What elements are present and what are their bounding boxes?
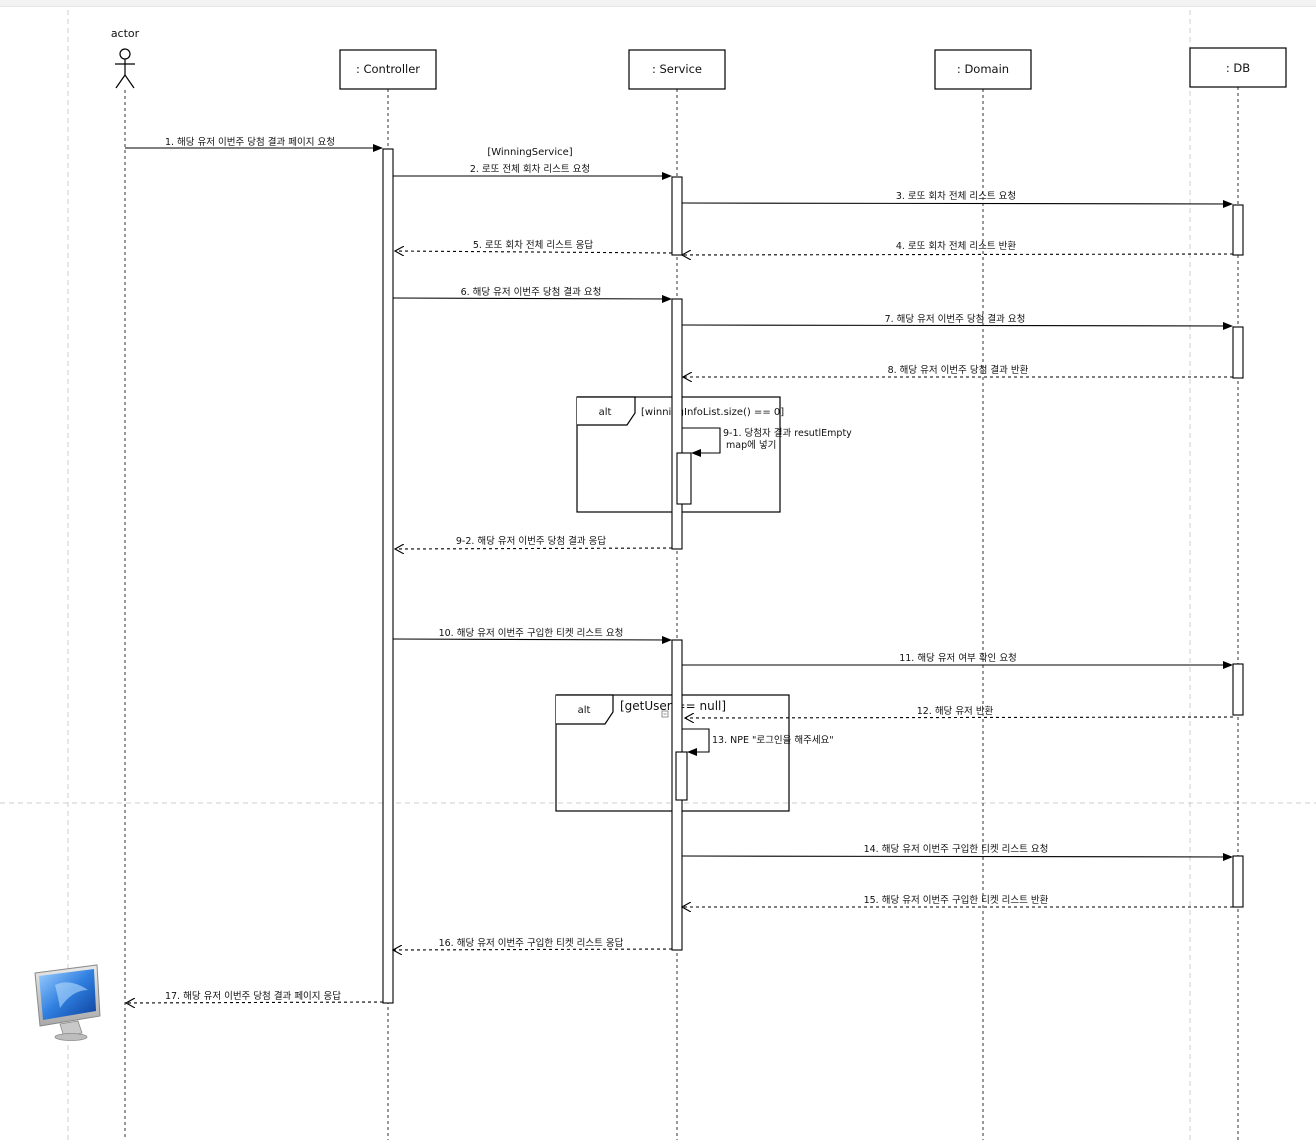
message-17[interactable]: 17. 해당 유저 이번주 당첨 결과 페이지 응답 [126,990,384,1003]
message-label-line2: map에 넣기 [726,440,776,451]
activation-db-4 [1232,855,1244,908]
message-label: 3. 로또 회차 전체 리스트 요청 [896,190,1016,202]
message-label: 10. 해당 유저 이번주 구입한 티켓 리스트 요청 [439,627,624,639]
message-3[interactable]: 3. 로또 회차 전체 리스트 요청 [681,190,1233,208]
message-label: 9-2. 해당 유저 이번주 당첨 결과 응답 [456,535,607,547]
participant-label: : Domain [957,62,1009,76]
activation-db-2 [1232,326,1244,379]
message-label: 9-1. 당첨자 결과 resutlEmpty [723,428,852,439]
activation-service-self-1 [676,452,692,505]
activation-service-2 [671,298,683,550]
message-6[interactable]: 6. 해당 유저 이번주 당첨 결과 요청 [392,286,672,303]
message-label: 7. 해당 유저 이번주 당첨 결과 요청 [885,313,1026,325]
message-12[interactable]: 12. 해당 유저 반환 [685,705,1234,718]
message-13[interactable]: 13. NPE "로그인을 해주세요" [682,728,834,756]
message-label: 4. 로또 회차 전체 리스트 반환 [896,240,1017,252]
message-label: 1. 해당 유저 이번주 당첨 결과 페이지 요청 [165,136,335,148]
actor[interactable]: actor [111,27,140,89]
message-4[interactable]: 4. 로또 회차 전체 리스트 반환 [682,240,1234,255]
message-9-1[interactable]: 9-1. 당첨자 결과 resutlEmpty map에 넣기 [682,427,852,457]
message-label: 16. 해당 유저 이번주 구입한 티켓 리스트 응답 [439,937,624,949]
activation-service-self-2 [675,751,688,801]
message-10[interactable]: 10. 해당 유저 이번주 구입한 티켓 리스트 요청 [392,627,672,644]
message-label: 14. 해당 유저 이번주 구입한 티켓 리스트 요청 [864,843,1049,855]
message-label: 8. 해당 유저 이번주 당첨 결과 반환 [888,364,1029,376]
message-label: 15. 해당 유저 이번주 구입한 티켓 리스트 반환 [864,894,1049,906]
message-7[interactable]: 7. 해당 유저 이번주 당첨 결과 요청 [681,313,1233,330]
activation-db-1 [1232,204,1244,256]
message-label: 17. 해당 유저 이번주 당첨 결과 페이지 응답 [165,990,341,1002]
participant-label: : Service [652,62,702,76]
message-label: 2. 로또 전체 회차 리스트 요청 [470,163,590,175]
service-note: [WinningService] [487,147,572,158]
message-label: 11. 해당 유저 여부 확인 요청 [899,652,1017,664]
page-guides [0,10,1316,1140]
stick-figure-icon [115,48,135,89]
message-14[interactable]: 14. 해당 유저 이번주 구입한 티켓 리스트 요청 [681,843,1233,861]
participant-domain[interactable]: : Domain [934,49,1032,90]
message-label: 12. 해당 유저 반환 [917,705,994,717]
participant-db[interactable]: : DB [1189,47,1287,88]
message-label: 6. 해당 유저 이번주 당첨 결과 요청 [461,286,602,298]
message-16[interactable]: 16. 해당 유저 이번주 구입한 티켓 리스트 응답 [393,937,673,950]
actor-label: actor [111,27,140,40]
participant-label: : Controller [356,62,420,76]
activation-controller [382,148,394,1004]
participant-service[interactable]: : Service [628,49,726,90]
message-label: 13. NPE "로그인을 해주세요" [712,734,834,746]
message-15[interactable]: 15. 해당 유저 이번주 구입한 티켓 리스트 반환 [682,894,1233,907]
computer-monitor-icon [34,964,101,1041]
activation-db-3 [1232,663,1244,716]
top-toolbar-strip [0,0,1316,7]
message-label: 5. 로또 회차 전체 리스트 응답 [473,239,594,251]
message-9-2[interactable]: 9-2. 해당 유저 이번주 당첨 결과 응답 [395,535,673,549]
message-11[interactable]: 11. 해당 유저 여부 확인 요청 [682,652,1233,669]
participant-controller[interactable]: : Controller [339,49,437,90]
participant-label: : DB [1226,61,1250,75]
message-8[interactable]: 8. 해당 유저 이번주 당첨 결과 반환 [683,364,1233,377]
message-1[interactable]: 1. 해당 유저 이번주 당첨 결과 페이지 요청 [125,136,383,152]
message-5[interactable]: 5. 로또 회차 전체 리스트 응답 [395,239,673,253]
message-2[interactable]: 2. 로또 전체 회차 리스트 요청 [393,163,672,180]
activations [382,148,1244,1004]
activation-service-1 [671,176,683,256]
alt-keyword: alt [599,407,612,418]
alt-guard: [winningInfoList.size() == 0] [641,407,784,418]
alt-keyword: alt [578,705,591,716]
